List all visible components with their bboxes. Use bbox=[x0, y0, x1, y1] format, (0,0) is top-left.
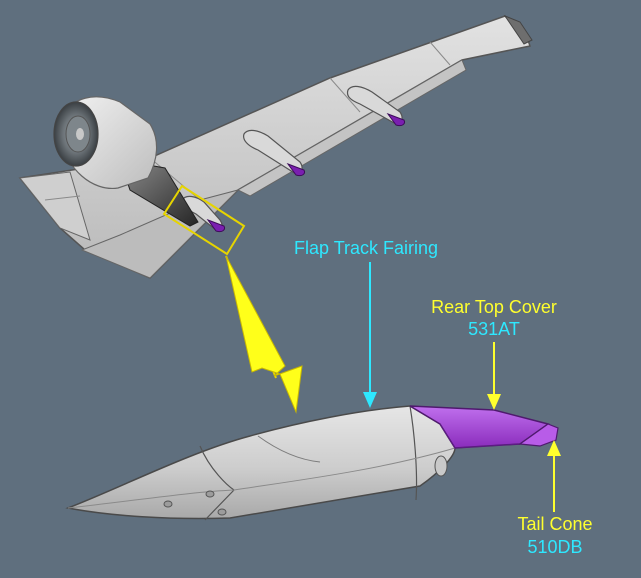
pointer-arrow bbox=[225, 255, 303, 414]
callout-arrow-rear-top-cover bbox=[487, 342, 501, 410]
wing-fairing-midboard bbox=[243, 129, 305, 177]
callout-arrow-flap-track-fairing bbox=[363, 262, 377, 408]
wing-fairing-outboard bbox=[346, 85, 405, 127]
large-fairing bbox=[65, 405, 456, 521]
label-rear-top-cover-part-number: 531AT bbox=[468, 319, 520, 339]
tail-cone bbox=[518, 423, 559, 447]
label-tail-cone: Tail Cone bbox=[517, 514, 593, 534]
label-flap-track-fairing: Flap Track Fairing bbox=[294, 238, 439, 258]
callout-arrow-tail-cone bbox=[547, 440, 561, 512]
highlight-box bbox=[162, 184, 246, 256]
label-rear-top-cover: Rear Top Cover bbox=[431, 297, 557, 317]
engine-nacelle bbox=[53, 96, 199, 227]
label-tail-cone-part-number: 510DB bbox=[527, 537, 583, 557]
